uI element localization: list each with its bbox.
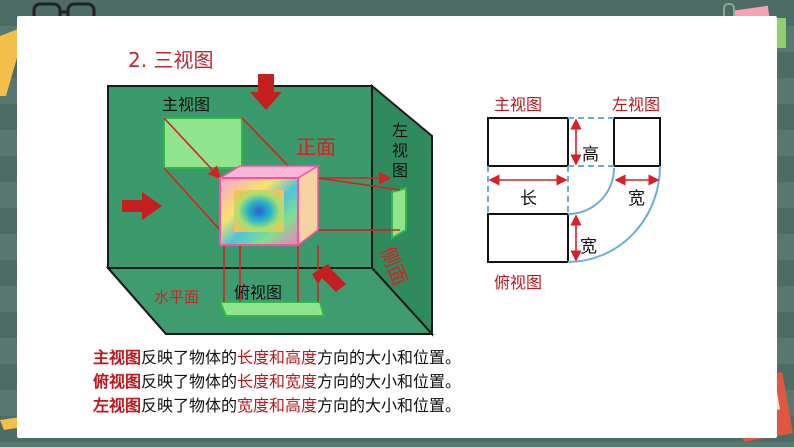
front-direction-arrow	[312, 264, 346, 292]
summary-line: 俯视图反映了物体的长度和宽度方向的大小和位置。	[93, 371, 461, 393]
front-face-label: 正面	[296, 135, 336, 159]
proj-left-view-rect	[613, 117, 661, 167]
horizontal-plane-label: 水平面	[154, 288, 199, 306]
height-label: 高	[582, 145, 599, 165]
summary-tail-text: 方向的大小和位置。	[317, 372, 462, 391]
top-view-label-diagram: 俯视图	[234, 283, 282, 302]
summary-mid-text: 反映了物体的	[141, 396, 238, 415]
summary-tail-text: 方向的大小和位置。	[317, 348, 462, 367]
proj-front-view-rect	[487, 117, 569, 167]
slide-title: 2. 三视图	[128, 48, 214, 72]
width-label-top: 宽	[628, 189, 645, 209]
front-view-label: 主视图	[162, 95, 210, 114]
summary-view-name: 左视图	[93, 396, 142, 415]
proj-front-view-label: 主视图	[494, 95, 542, 114]
summary-dimensions: 长度和宽度	[237, 372, 318, 391]
svg-text:视: 视	[392, 141, 408, 160]
proj-top-view-label: 俯视图	[494, 273, 542, 292]
top-direction-arrow	[250, 74, 282, 110]
proj-left-view-label: 左视图	[612, 95, 660, 114]
summary-line: 主视图反映了物体的长度和高度方向的大小和位置。	[93, 347, 461, 369]
three-view-box-diagram: 主视图 正面 水平面 俯视图 侧面 左 视 图	[105, 74, 435, 337]
summary-dimensions: 长度和高度	[237, 348, 318, 367]
side-view-panel	[391, 186, 407, 240]
left-direction-arrow	[122, 192, 162, 220]
svg-text:图: 图	[392, 161, 408, 180]
orthographic-projection-diagram: 主视图 左视图 俯视图 高 长 宽 宽	[487, 95, 661, 292]
svg-text:左: 左	[392, 121, 408, 140]
summary-mid-text: 反映了物体的	[141, 348, 238, 367]
summary-dimensions: 宽度和高度	[237, 396, 318, 415]
summary-line: 左视图反映了物体的宽度和高度方向的大小和位置。	[93, 395, 461, 417]
summary-view-name: 主视图	[93, 348, 142, 367]
left-view-label-vertical: 左 视 图	[392, 121, 408, 180]
length-label: 长	[520, 189, 537, 209]
summary-mid-text: 反映了物体的	[141, 372, 238, 391]
proj-top-view-rect	[487, 213, 569, 263]
summary-view-name: 俯视图	[93, 372, 142, 391]
solid-object-side	[297, 164, 319, 247]
summary-tail-text: 方向的大小和位置。	[317, 396, 462, 415]
top-view-panel	[218, 301, 326, 317]
width-label-bottom: 宽	[580, 237, 597, 257]
